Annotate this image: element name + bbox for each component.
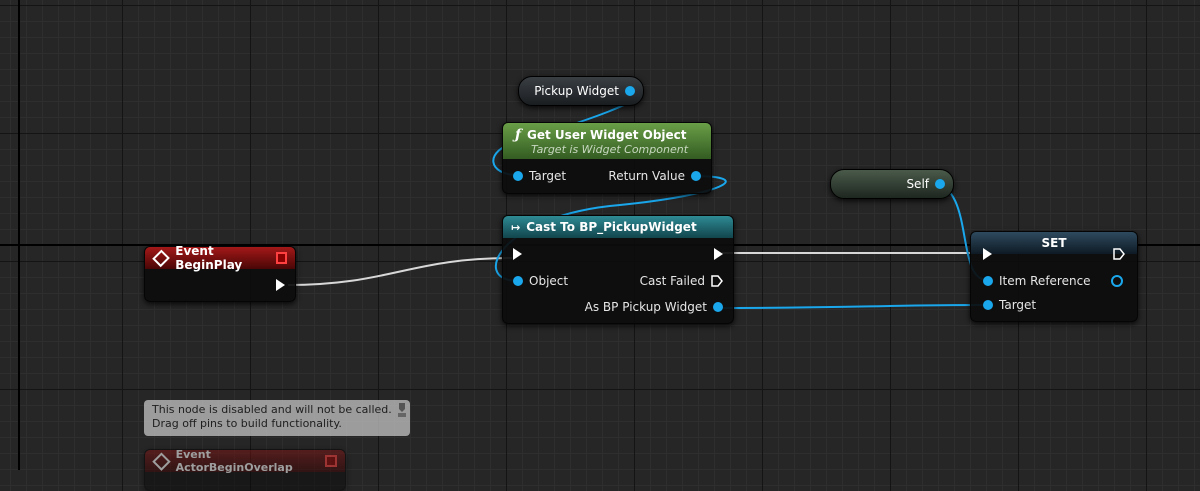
set-target-pin[interactable] (983, 300, 993, 310)
get-user-widget-object-subtitle: Target is Widget Component (531, 142, 689, 156)
cast-object-pin[interactable] (513, 276, 523, 286)
set-item-reference-label: Item Reference (999, 274, 1091, 288)
self-label: Self (906, 177, 929, 191)
cast-node-header: ↦ Cast To BP_PickupWidget (503, 216, 733, 238)
disabled-node-tooltip: This node is disabled and will not be ca… (144, 400, 410, 436)
event-actorbeginoverlap-node[interactable]: Event ActorBeginOverlap (144, 448, 346, 491)
cast-exec-out-row[interactable] (714, 248, 723, 260)
cast-node-title: Cast To BP_PickupWidget (526, 220, 697, 234)
pickup-widget-label: Pickup Widget (534, 84, 619, 98)
event-beginplay-exec-out-row[interactable] (276, 279, 285, 291)
set-exec-out-row[interactable] (1113, 248, 1125, 260)
get-user-widget-target-pin-row[interactable]: Target (513, 169, 566, 183)
set-node-title: SET (1041, 236, 1067, 250)
event-beginplay-exec-out-pin[interactable] (276, 279, 285, 291)
set-item-reference-pin[interactable] (983, 276, 993, 286)
get-user-widget-return-pin[interactable] (691, 171, 701, 181)
set-exec-in-row[interactable] (983, 248, 992, 260)
get-user-widget-object-node[interactable]: ƒ Get User Widget Object Target is Widge… (502, 122, 712, 194)
get-user-widget-object-header: ƒ Get User Widget Object Target is Widge… (503, 123, 711, 159)
data-wire-return-to-object (494, 175, 727, 282)
function-icon: ƒ (515, 126, 522, 143)
cast-object-label: Object (529, 274, 569, 288)
delegate-square-icon[interactable] (325, 455, 337, 467)
set-exec-in-pin[interactable] (983, 248, 992, 260)
cast-exec-in-row[interactable] (513, 248, 522, 260)
event-diamond-icon (152, 249, 171, 267)
set-item-reference-out-row[interactable] (1111, 275, 1123, 287)
exec-wire-beginplay-to-cast (287, 257, 513, 286)
delegate-square-icon[interactable] (275, 252, 287, 264)
get-user-widget-return-label: Return Value (608, 169, 685, 183)
cast-exec-in-pin[interactable] (513, 248, 522, 260)
cast-object-pin-row[interactable]: Object (513, 274, 568, 288)
self-reference-node[interactable]: Self (830, 169, 954, 199)
cast-arrow-icon: ↦ (511, 220, 521, 234)
pickup-widget-output-pin[interactable] (625, 86, 635, 96)
set-target-label: Target (999, 298, 1037, 312)
set-variable-node[interactable]: SET Item Reference Target (970, 231, 1138, 322)
cast-failed-exec-pin[interactable] (711, 275, 723, 287)
set-item-reference-output-pin[interactable] (1111, 275, 1123, 287)
event-diamond-icon (152, 451, 171, 471)
get-user-widget-object-title: Get User Widget Object (527, 127, 687, 142)
set-item-reference-pin-row[interactable]: Item Reference (983, 274, 1091, 288)
cast-failed-pin-row[interactable]: Cast Failed (640, 274, 723, 288)
event-beginplay-title: Event BeginPlay (175, 244, 243, 272)
tooltip-line-1: This node is disabled and will not be ca… (152, 403, 392, 416)
get-user-widget-return-pin-row[interactable]: Return Value (608, 169, 701, 183)
cast-failed-label: Cast Failed (639, 274, 705, 288)
cast-as-pin-row[interactable]: As BP Pickup Widget (585, 300, 723, 314)
pickup-widget-variable-node[interactable]: Pickup Widget (518, 76, 644, 106)
data-wire-as-to-target (713, 304, 988, 309)
event-beginplay-header: Event BeginPlay (145, 244, 295, 272)
event-actorbeginoverlap-title: Event ActorBeginOverlap (175, 448, 293, 474)
get-user-widget-target-label: Target (529, 169, 567, 183)
cast-exec-out-pin[interactable] (714, 248, 723, 260)
event-beginplay-node[interactable]: Event BeginPlay (144, 244, 296, 302)
tooltip-pin-icon (398, 403, 406, 417)
tooltip-line-2: Drag off pins to build functionality. (152, 417, 342, 430)
cast-as-label: As BP Pickup Widget (584, 300, 707, 314)
set-target-pin-row[interactable]: Target (983, 298, 1036, 312)
cast-to-bp-pickupwidget-node[interactable]: ↦ Cast To BP_PickupWidget Object Cast Fa… (502, 215, 734, 324)
set-node-header: SET (971, 232, 1137, 254)
self-output-pin[interactable] (935, 179, 945, 189)
get-user-widget-target-pin[interactable] (513, 171, 523, 181)
event-actorbeginoverlap-header: Event ActorBeginOverlap (145, 448, 345, 474)
graph-origin-axis-vertical (18, 0, 20, 470)
cast-as-pin[interactable] (713, 302, 723, 312)
set-exec-out-pin[interactable] (1113, 248, 1125, 260)
